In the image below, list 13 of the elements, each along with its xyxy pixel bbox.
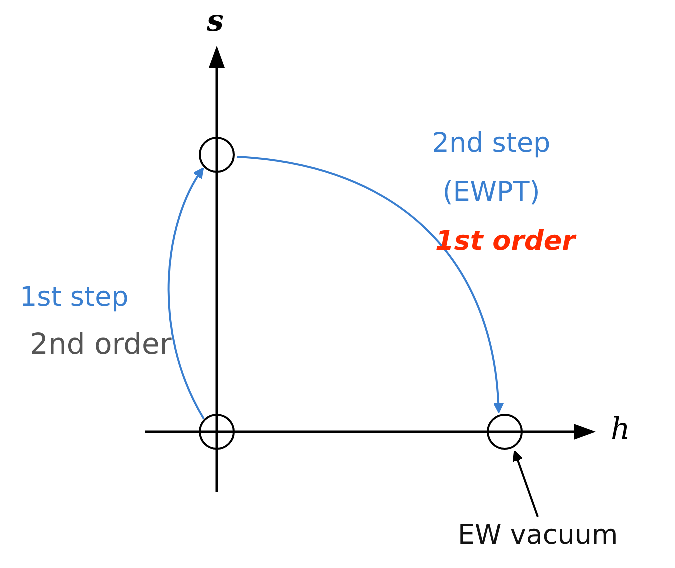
- step-label: 1st step: [20, 282, 129, 313]
- axis-label: s: [207, 4, 224, 39]
- callout-text: EW vacuum: [458, 520, 618, 551]
- arrow: [236, 156, 504, 414]
- state-circle: [199, 414, 235, 450]
- state-circle: [487, 414, 523, 450]
- order-label: 2nd order: [30, 327, 172, 361]
- axis-label: h: [611, 412, 630, 447]
- step-label: 2nd step (EWPT): [431, 127, 552, 210]
- leader-line: [512, 450, 539, 518]
- order-label: 1st order: [434, 225, 578, 259]
- arrow: [168, 168, 205, 420]
- state-circle: [199, 137, 235, 173]
